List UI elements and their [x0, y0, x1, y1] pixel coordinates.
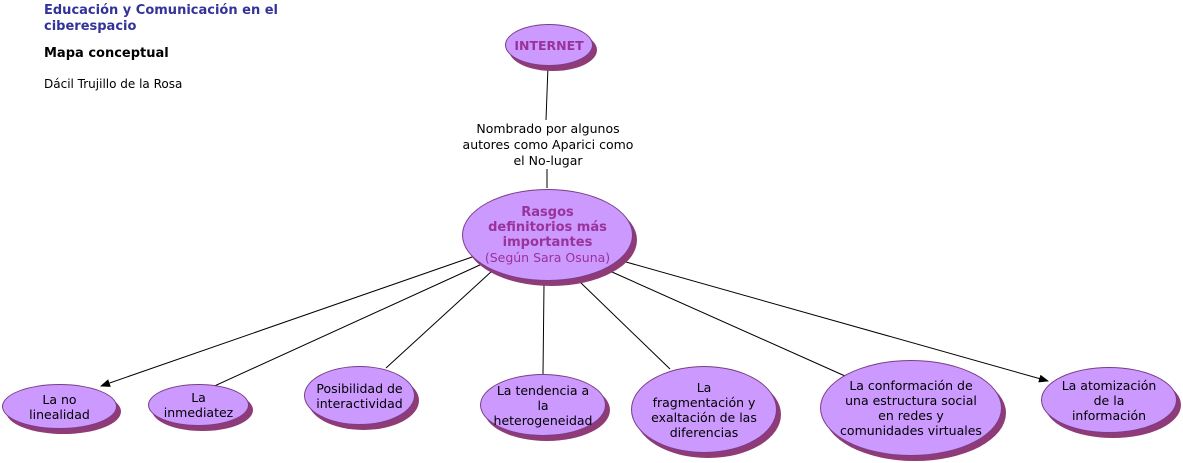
concept-conformacion[interactable]: La conformación de una estructura social…: [820, 360, 1002, 456]
linking-phrase: Nombrado por algunos autores como Aparic…: [458, 121, 638, 169]
concept-fragmentacion[interactable]: La fragmentación y exaltación de las dif…: [631, 366, 777, 453]
concept-internet-label: INTERNET: [514, 37, 584, 53]
concept-no-linealidad[interactable]: La no linealidad: [2, 384, 117, 429]
connector-to-heterogeneidad: [542, 283, 545, 375]
concept-rasgos-source: (Según Sara Osuna): [484, 250, 611, 265]
concept-atomizacion-label: La atomización de la información: [1061, 377, 1157, 423]
document-title: Educación y Comunicación en el ciberespa…: [44, 3, 278, 34]
connector-internet-to-phrase: [545, 65, 549, 121]
document-subtitle: Mapa conceptual: [44, 46, 169, 61]
connector-to-atomizacion: [625, 261, 1049, 383]
concept-internet[interactable]: INTERNET: [505, 24, 593, 66]
connector-to-interactividad: [385, 270, 493, 369]
author-name: Dácil Trujillo de la Rosa: [44, 77, 183, 91]
concept-heterogeneidad-label: La tendencia a la heterogeneidad: [493, 382, 593, 428]
concept-interactividad-label: Posibilidad de interactividad: [316, 380, 403, 411]
connector-to-inmediatez: [209, 263, 483, 389]
concept-interactividad[interactable]: Posibilidad de interactividad: [304, 366, 415, 425]
concept-fragmentacion-label: La fragmentación y exaltación de las dif…: [651, 379, 757, 440]
concept-conformacion-label: La conformación de una estructura social…: [840, 378, 982, 438]
connector-to-conformacion: [611, 271, 846, 377]
connector-to-no-linealidad: [100, 255, 476, 387]
connector-to-fragmentacion: [579, 281, 671, 370]
concept-no-linealidad-label: La no linealidad: [29, 391, 90, 422]
concept-inmediatez[interactable]: La inmediatez: [148, 384, 249, 426]
concept-rasgos-definitorios[interactable]: Rasgos definitorios más importantes (Seg…: [462, 189, 633, 281]
concept-inmediatez-label: La inmediatez: [163, 390, 234, 420]
concept-atomizacion[interactable]: La atomización de la información: [1041, 367, 1177, 433]
concept-rasgos-title: Rasgos definitorios más importantes: [488, 205, 607, 250]
concept-heterogeneidad[interactable]: La tendencia a la heterogeneidad: [480, 374, 606, 436]
